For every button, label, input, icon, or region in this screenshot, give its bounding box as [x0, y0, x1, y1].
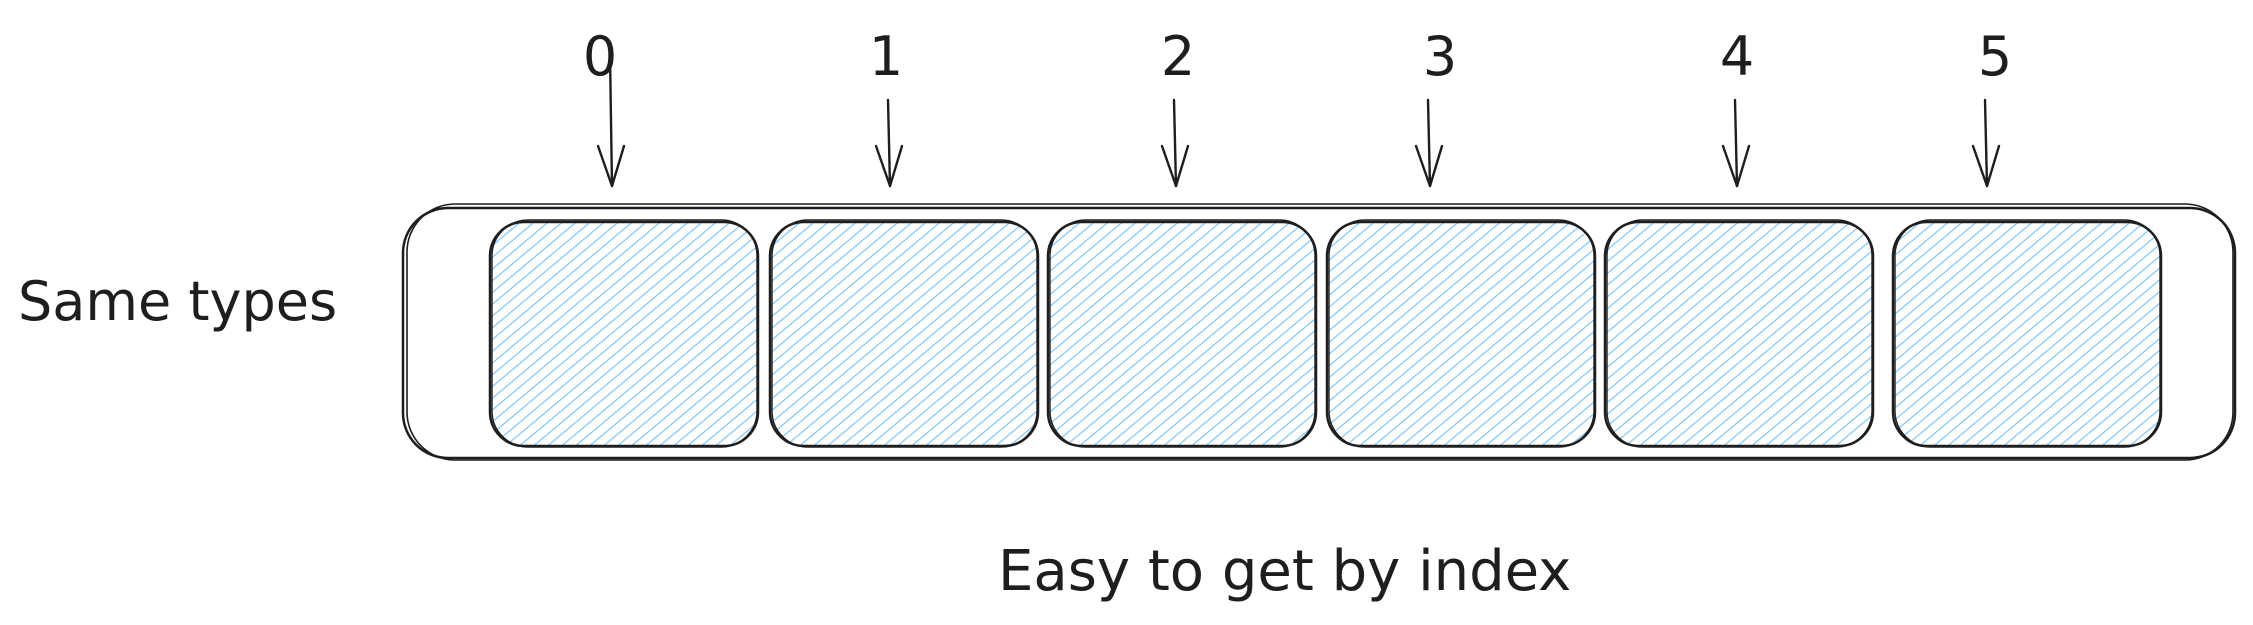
index-labels: 0 1 2 3 4 5	[583, 25, 2012, 88]
array-cell	[1603, 219, 1875, 448]
array-cell	[1891, 219, 2163, 448]
index-arrow	[1971, 98, 2001, 188]
index-arrows	[596, 53, 2001, 188]
index-label: 2	[1161, 25, 1195, 88]
index-arrow	[596, 53, 626, 188]
index-arrow	[1721, 98, 1751, 188]
index-arrow	[874, 98, 904, 188]
array-container	[401, 203, 2237, 461]
index-label: 4	[1720, 25, 1754, 88]
index-label: 3	[1423, 25, 1457, 88]
array-cell	[1325, 219, 1597, 448]
index-label: 1	[869, 25, 903, 88]
index-arrow	[1414, 98, 1444, 188]
array-cell	[1046, 219, 1318, 448]
caption-label: Easy to get by index	[998, 539, 1571, 604]
index-label: 0	[583, 25, 617, 88]
array-cell	[488, 219, 760, 448]
index-label: 5	[1978, 25, 2012, 88]
array-cells	[488, 219, 2163, 448]
side-label: Same types	[18, 270, 337, 333]
array-cell	[768, 219, 1040, 448]
index-arrow	[1160, 98, 1190, 188]
